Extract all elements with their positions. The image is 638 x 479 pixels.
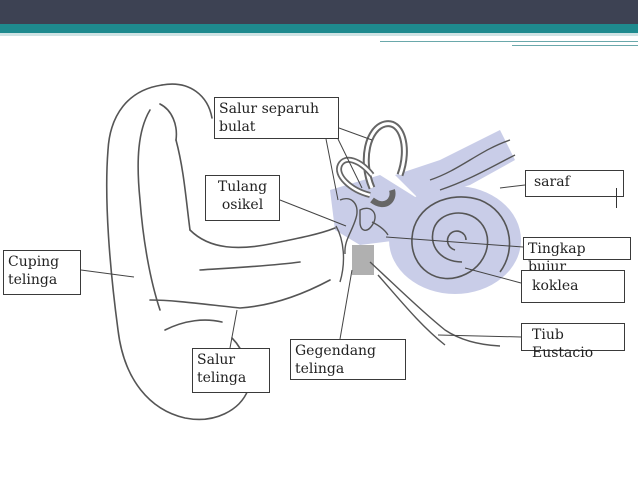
header-decor-line: [512, 45, 638, 46]
label-tulang-osikel: Tulang osikel: [205, 175, 280, 221]
middle-ear: [335, 198, 389, 283]
nerve-and-tube: [369, 139, 516, 347]
semicircular-canals: [336, 120, 408, 208]
header-decor-line: [585, 38, 638, 39]
label-saraf: saraf: [525, 170, 624, 197]
slide-header-accent-strip: [0, 24, 638, 33]
label-gegendang-telinga: Gegendang telinga: [290, 339, 406, 380]
text-cursor-mark: [616, 188, 617, 208]
slide-header-bar: [0, 0, 638, 24]
label-salur-telinga: Salur telinga: [192, 348, 270, 393]
leader-lines: [80, 127, 526, 349]
label-tingkap-bujur: Tingkap bujur: [523, 237, 631, 275]
cochlea: [411, 196, 511, 280]
label-tiub-eustacio: Tiub Eustacio: [521, 323, 625, 361]
label-cuping-telinga: Cuping telinga: [3, 250, 81, 295]
slide-header-light-strip: [0, 33, 638, 36]
label-salur-separuh-bulat: Salur separuh bulat: [214, 97, 339, 139]
header-decor-line: [380, 41, 638, 42]
label-koklea: koklea: [521, 270, 625, 303]
